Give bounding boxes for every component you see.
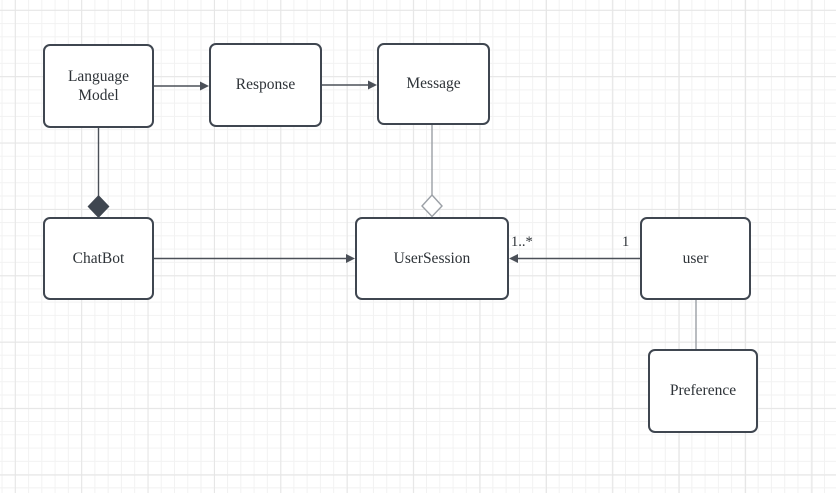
node-label: Message <box>406 75 461 93</box>
edge-languagemodel-chatbot-composition[interactable] <box>87 128 110 219</box>
node-label: UserSession <box>393 249 471 267</box>
node-language-model[interactable]: Language Model <box>43 44 154 128</box>
node-preference[interactable]: Preference <box>648 349 758 433</box>
node-label: Language Model <box>67 67 130 104</box>
arrowhead-left-icon <box>509 254 518 263</box>
edge-response-message[interactable] <box>322 80 377 90</box>
node-response[interactable]: Response <box>209 43 322 127</box>
node-user[interactable]: user <box>640 217 751 300</box>
node-label: user <box>682 249 709 267</box>
node-chatbot[interactable]: ChatBot <box>43 217 154 300</box>
node-label: Response <box>235 76 296 94</box>
arrowhead-right-icon <box>368 80 377 90</box>
composition-diamond-icon <box>87 194 110 219</box>
node-usersession[interactable]: UserSession <box>355 217 509 300</box>
edge-message-usersession-aggregation[interactable] <box>421 125 443 218</box>
node-label: Preference <box>669 382 737 400</box>
aggregation-diamond-icon <box>421 193 443 218</box>
edge-chatbot-usersession[interactable] <box>154 254 355 263</box>
arrowhead-right-icon <box>200 81 209 91</box>
multiplicity-label-user: 1 <box>622 234 630 250</box>
arrowhead-right-icon <box>346 254 355 263</box>
node-message[interactable]: Message <box>377 43 490 125</box>
node-label: ChatBot <box>72 249 125 267</box>
edge-user-usersession[interactable] <box>509 254 640 263</box>
edge-languagemodel-response[interactable] <box>154 81 209 91</box>
multiplicity-label-usersession: 1..* <box>511 234 533 250</box>
